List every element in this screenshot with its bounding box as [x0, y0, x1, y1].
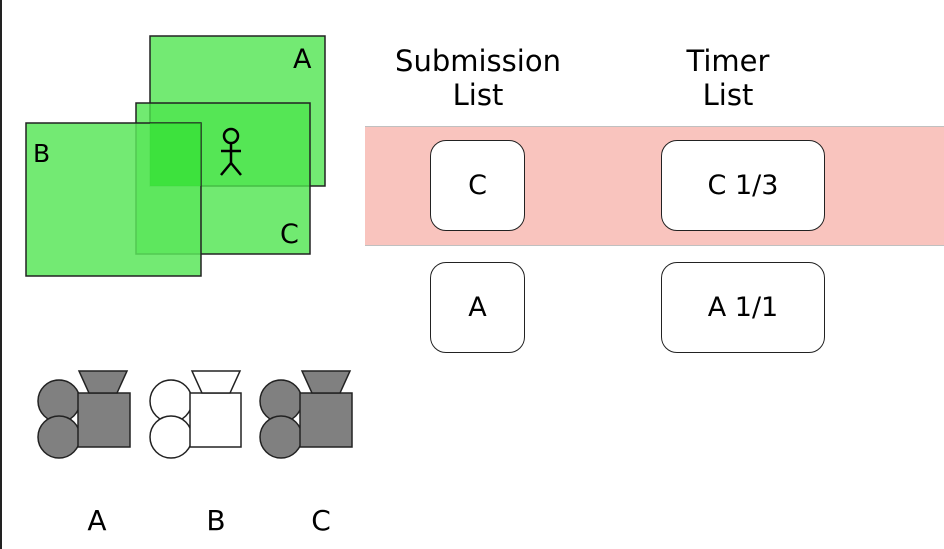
submission-list-header: Submission List: [378, 44, 578, 112]
region-a-label: A: [293, 44, 312, 75]
submission-item-c: C: [430, 140, 525, 231]
timer-header-line2: List: [702, 78, 754, 112]
person-icon: [220, 127, 242, 176]
camera-c-label: C: [311, 504, 331, 537]
camera-a-icon: [37, 370, 131, 459]
timer-item-c: C 1/3: [661, 140, 825, 231]
submission-header-line1: Submission: [395, 44, 561, 78]
submission-header-line2: List: [452, 78, 504, 112]
timer-list-header: Timer List: [628, 44, 828, 112]
submission-item-a: A: [430, 262, 525, 353]
camera-a-label: A: [87, 504, 107, 537]
region-c-label: C: [280, 219, 299, 250]
camera-b-label: B: [206, 504, 226, 537]
camera-b-icon: [149, 370, 242, 459]
timer-header-line1: Timer: [686, 44, 770, 78]
camera-c-icon: [259, 370, 353, 459]
region-b-label: B: [33, 139, 50, 168]
timer-item-a: A 1/1: [661, 262, 825, 353]
region-overlap: [150, 123, 201, 186]
